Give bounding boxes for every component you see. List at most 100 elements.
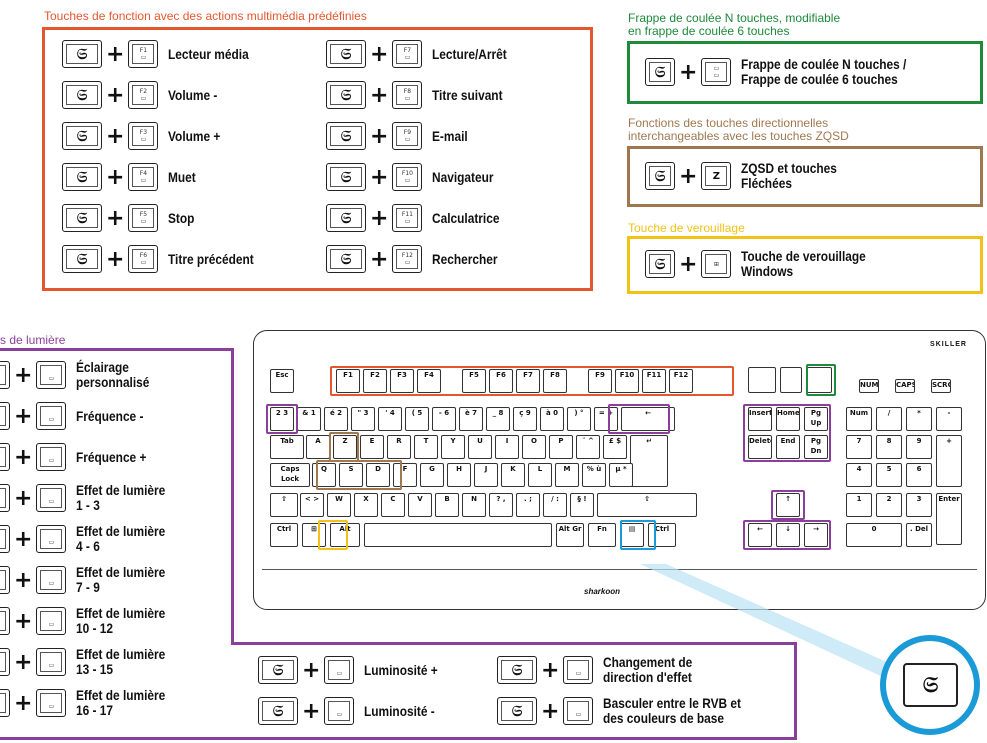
combo-label-line: Effet de lumière [76, 605, 166, 621]
key-numpad: 5 [876, 463, 902, 487]
plus-sign: + [370, 41, 389, 67]
key-f6: F6 [489, 369, 513, 393]
combo-label-line: direction d'effet [603, 669, 693, 685]
combo-label-line: Fréquence + [76, 448, 147, 465]
plus-sign: + [14, 362, 33, 388]
key-row-a: K [501, 463, 525, 487]
highlight-fn-key [620, 520, 656, 550]
rollover-heading-1: Frappe de coulée N touches, modifiable [628, 11, 841, 25]
combo-label-line: Effet de lumière [76, 482, 166, 498]
key-num-row: ) ° [567, 407, 591, 431]
key-numpad: * [906, 407, 932, 431]
sharkoon-logo-icon: 𝔖 [340, 250, 352, 268]
modifier-key: F3▭ [128, 122, 159, 150]
sharkoon-logo-icon: 𝔖 [340, 45, 352, 63]
sharkoon-key: 𝔖 [62, 204, 102, 232]
key-num-row: _ 8 [486, 407, 510, 431]
plus-sign: + [106, 205, 125, 231]
key-numpad: . Del [906, 523, 932, 547]
combo-label-line: 13 - 15 [76, 661, 114, 677]
key-cap-label: ▭ [48, 621, 55, 628]
key-cap-label: F9▭ [403, 129, 412, 143]
key-combo: 𝔖+F11▭Calculatrice [326, 201, 512, 235]
lighting-frame-right [794, 642, 797, 740]
sharkoon-logo-icon: 𝔖 [511, 702, 523, 720]
key-row-q: ¨ ^ [576, 435, 600, 459]
key-row-w: ? , [489, 493, 513, 517]
keyboard-brand-bottom: sharkoon [584, 587, 621, 596]
key-row-w: . ; [516, 493, 540, 517]
modifier-key: F4▭ [128, 163, 159, 191]
combo-label-line: Lecture/Arrêt [432, 45, 508, 62]
combo-label-line: Effet de lumière [76, 523, 166, 539]
combo-label-line: 1 - 3 [76, 497, 101, 513]
plus-sign: + [106, 123, 125, 149]
plus-sign: + [106, 41, 125, 67]
plus-sign: + [14, 485, 33, 511]
key-row-q: £ $ [603, 435, 627, 459]
combo-label-line: E-mail [432, 127, 469, 144]
sharkoon-key: 𝔖 [258, 697, 298, 725]
key-combo: 𝔖+F5▭Stop [62, 201, 200, 235]
combo-label-line: Lecteur média [168, 45, 250, 62]
plus-sign: + [106, 82, 125, 108]
modifier-key: F2▭ [128, 81, 159, 109]
sharkoon-logo-icon: 𝔖 [76, 250, 88, 268]
key-row-a: F [393, 463, 417, 487]
lighting-heading: s de lumière [0, 333, 66, 347]
sharkoon-key: 𝔖 [497, 697, 537, 725]
plus-sign: + [14, 444, 33, 470]
key-f2: F2 [363, 369, 387, 393]
lock-label-2: Windows [741, 263, 794, 279]
key-row-w: / : [543, 493, 567, 517]
key-cap-label: F11▭ [401, 211, 413, 225]
key-row-b: Alt [330, 523, 360, 547]
sharkoon-key: 𝔖 [326, 40, 366, 68]
rollover-key: ▭▭ [701, 58, 732, 86]
lock-combo: 𝔖 + ⊞ Touche de verouillage Windows [645, 247, 888, 281]
key-print [748, 367, 776, 393]
combo-label-line: Basculer entre le RVB et [603, 695, 742, 711]
key-row-a: Caps Lock [270, 463, 310, 487]
key-nav: Insert [748, 407, 772, 431]
modifier-key: F8▭ [392, 81, 423, 109]
sharkoon-key: 𝔖 [0, 402, 10, 430]
sharkoon-logo-icon: 𝔖 [654, 167, 666, 185]
key-numpad: Enter [936, 493, 962, 545]
key-row-q: P [549, 435, 573, 459]
key-nav: Delete [748, 435, 772, 459]
modifier-key: ▭ [36, 402, 67, 430]
key-row-a: M [555, 463, 579, 487]
key-row-q: Z [333, 435, 357, 459]
modifier-key: ▭ [36, 566, 67, 594]
plus-sign: + [679, 59, 698, 85]
zqsd-heading-2: interchangeables avec les touches ZQSD [628, 129, 849, 143]
combo-label-line: Changement de [603, 654, 693, 670]
key-row-q: Tab [270, 435, 304, 459]
modifier-key: ▭ [324, 697, 355, 725]
sharkoon-logo-icon: 𝔖 [76, 45, 88, 63]
key-row-w: ⇧ [597, 493, 697, 517]
combo-label-line: des couleurs de base [603, 710, 725, 726]
sharkoon-key: 𝔖 [258, 656, 298, 684]
combo-label: Luminosité + [364, 662, 438, 678]
sharkoon-key: 𝔖 [62, 163, 102, 191]
key-row-w: W [327, 493, 351, 517]
key-num-row: ← [621, 407, 675, 431]
lighting-frame-vertical [231, 348, 234, 645]
key-combo: 𝔖+F10▭Navigateur [326, 160, 505, 194]
modifier-key: F11▭ [392, 204, 423, 232]
highlight-up-key [771, 490, 805, 520]
highlight-nav-keys [743, 404, 831, 462]
modifier-key: ▭ [36, 648, 67, 676]
sharkoon-logo-icon: 𝔖 [340, 86, 352, 104]
combo-label-line: Rechercher [432, 250, 498, 267]
combo-label: Muet [168, 169, 196, 185]
sharkoon-logo-icon: 𝔖 [654, 255, 666, 273]
